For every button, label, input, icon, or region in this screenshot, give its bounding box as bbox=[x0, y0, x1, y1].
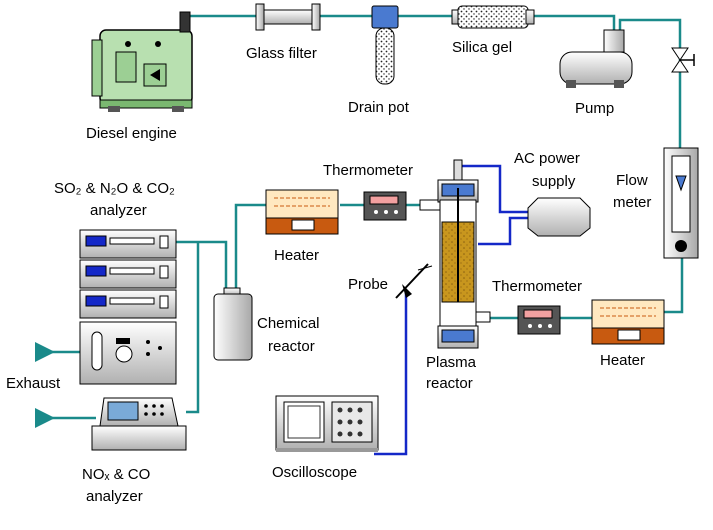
label-pump: Pump bbox=[575, 100, 614, 117]
diesel-engine bbox=[91, 11, 193, 112]
pipe-flowmeter-to-heater bbox=[664, 258, 684, 314]
label-sox-analyzer-line2: analyzer bbox=[90, 202, 147, 219]
label-nox-analyzer-line1: NOₓ & CO bbox=[82, 466, 150, 483]
pump bbox=[559, 29, 633, 88]
label-plasma-reactor-line2: reactor bbox=[426, 375, 473, 392]
pipe-silica-to-pump bbox=[534, 14, 616, 32]
pipe-pump-to-flowmeter bbox=[618, 18, 682, 150]
label-chemical-reactor-line2: reactor bbox=[268, 338, 315, 355]
probe bbox=[395, 263, 433, 299]
heater-right bbox=[591, 299, 665, 345]
chemical-reactor bbox=[213, 287, 253, 361]
drain-pot bbox=[371, 5, 399, 85]
electric-wires bbox=[374, 164, 528, 456]
pipe-chemical-to-analyzers bbox=[176, 240, 228, 288]
sox-analyzer bbox=[79, 229, 177, 385]
pipe-engine-to-filter bbox=[184, 14, 262, 22]
labels: Diesel engine Glass filter Drain pot Sil… bbox=[6, 39, 651, 505]
label-heater-right: Heater bbox=[600, 352, 645, 369]
label-ac-power-line2: supply bbox=[532, 173, 576, 190]
oscilloscope bbox=[275, 395, 379, 452]
pipe-branch-to-nox bbox=[186, 242, 200, 414]
label-plasma-reactor-line1: Plasma bbox=[426, 354, 477, 371]
wire-probe-to-oscilloscope bbox=[374, 290, 408, 456]
pipe-heater-to-chemical-reactor bbox=[234, 203, 266, 288]
flow-meter bbox=[663, 147, 699, 259]
wire-hv-bottom bbox=[478, 216, 528, 246]
gas-lines bbox=[35, 14, 684, 428]
glass-filter bbox=[255, 3, 321, 31]
label-oscilloscope: Oscilloscope bbox=[272, 464, 357, 481]
valve bbox=[671, 47, 695, 73]
label-ac-power-line1: AC power bbox=[514, 150, 580, 167]
label-probe: Probe bbox=[348, 276, 388, 293]
nox-analyzer bbox=[91, 397, 187, 451]
label-nox-analyzer-line2: analyzer bbox=[86, 488, 143, 505]
label-heater-left: Heater bbox=[274, 247, 319, 264]
label-sox-analyzer-line1: SO₂ & N₂O & CO₂ bbox=[54, 180, 175, 197]
label-thermometer-top: Thermometer bbox=[323, 162, 413, 179]
heater-left bbox=[265, 189, 339, 235]
label-chemical-reactor-line1: Chemical bbox=[257, 315, 320, 332]
label-flow-meter-line2: meter bbox=[613, 194, 651, 211]
thermometer-right bbox=[517, 305, 561, 335]
wire-hv-top bbox=[460, 164, 528, 214]
label-silica-gel: Silica gel bbox=[452, 39, 512, 56]
plasma-reactor bbox=[419, 159, 491, 349]
ac-power-supply bbox=[527, 197, 591, 237]
silica-gel bbox=[451, 5, 535, 29]
thermometer-top bbox=[363, 191, 407, 221]
label-glass-filter: Glass filter bbox=[246, 45, 317, 62]
label-flow-meter-line1: Flow bbox=[616, 172, 648, 189]
label-drain-pot: Drain pot bbox=[348, 99, 410, 116]
label-diesel-engine: Diesel engine bbox=[86, 125, 177, 142]
label-exhaust: Exhaust bbox=[6, 375, 61, 392]
label-thermometer-right: Thermometer bbox=[492, 278, 582, 295]
